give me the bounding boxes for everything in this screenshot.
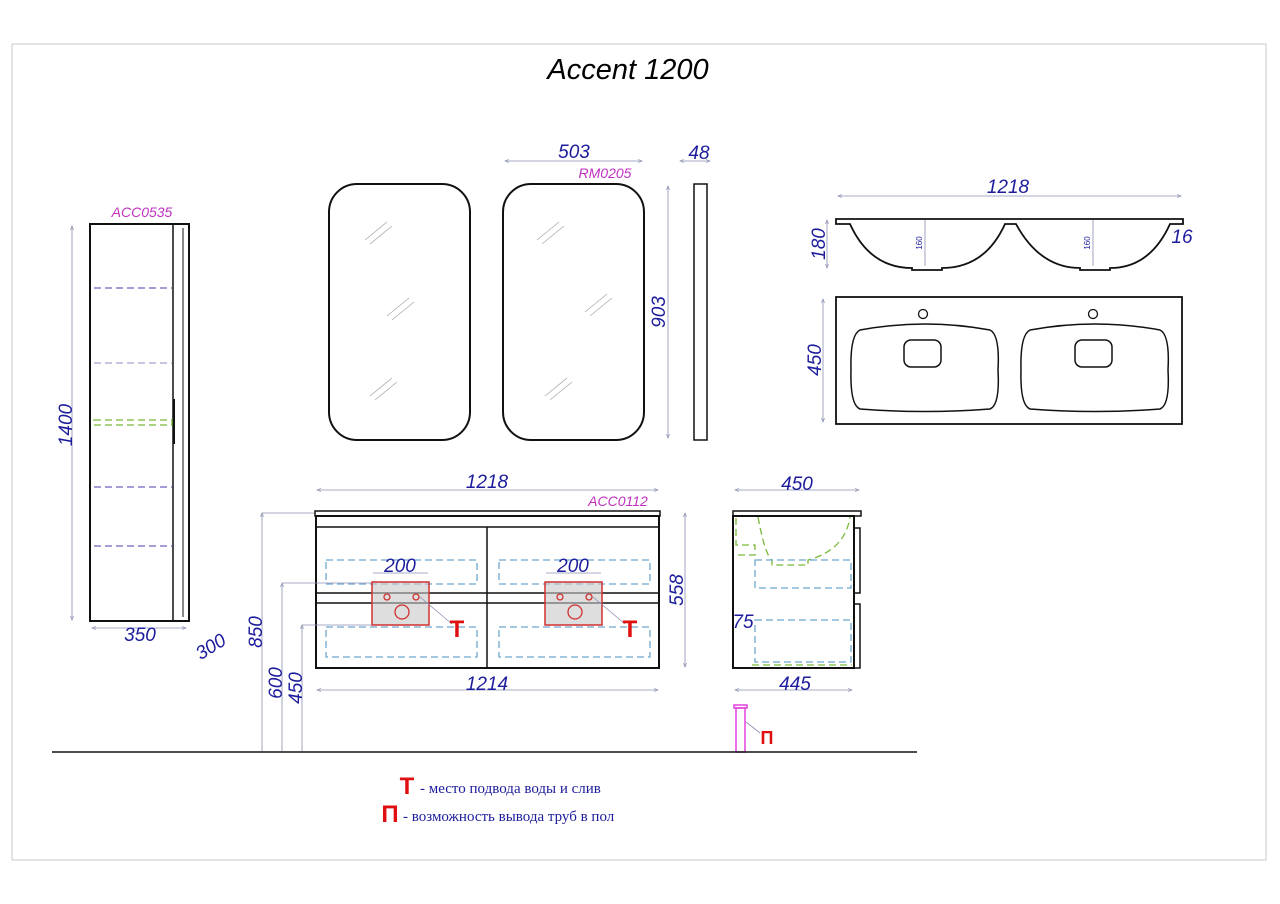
bowl-depth-right: 160 [1083,236,1092,250]
basin-depth: 450 [805,344,826,376]
mount-height-600: 600 [266,667,287,699]
tall-cabinet-height: 1400 [56,403,77,446]
side-top-depth: 450 [781,474,813,495]
water-mark-right: Т [623,616,638,643]
vanity-front: Т Т 1218 ACC0112 200 200 558 1214 850 60… [246,472,688,751]
side-body-depth: 445 [779,674,811,695]
pipe-zone-right: 200 [556,556,589,577]
floor-mark: П [761,728,774,748]
legend-mark-floor: П [381,801,398,828]
mount-height-450: 450 [286,672,307,704]
legend-text-water: - место подвода воды и слив [420,781,601,797]
side-offset: 75 [732,612,754,633]
mount-height-850: 850 [246,616,267,648]
tall-cabinet-width: 350 [124,625,156,646]
vanity-top-width: 1218 [466,472,509,493]
vanity-code: ACC0112 [587,493,648,509]
mirrors: 503 48 RM0205 903 [328,142,710,441]
basin-width: 1218 [987,177,1030,198]
legend-mark-water: Т [400,773,415,800]
tall-cabinet-depth: 300 [192,630,230,665]
basin-top-view: 450 [805,296,1183,425]
basin-rim: 16 [1171,227,1193,248]
bowl-depth-left: 160 [915,236,924,250]
water-mark-left: Т [450,616,465,643]
tall-cabinet-code: ACC0535 [111,204,173,220]
vanity-body-width: 1214 [466,674,508,695]
basin-height: 180 [809,228,830,260]
vanity-side-view: 450 75 445 П [732,474,862,753]
mirror-depth: 48 [688,143,710,164]
mirror-code: RM0205 [579,165,632,181]
drawing-title: Accent 1200 [545,54,708,86]
mirror-width: 503 [558,142,590,163]
tall-cabinet: ACC0535 1400 350 300 [56,204,230,665]
legend: Т - место подвода воды и слив П - возмож… [381,773,614,828]
mirror-height: 903 [649,296,670,328]
legend-text-floor: - возможность вывода труб в пол [403,809,615,825]
pipe-zone-left: 200 [383,556,416,577]
vanity-height: 558 [667,574,688,606]
sheet-border [11,43,1267,861]
basin-section: 1218 180 160 160 16 [809,177,1193,271]
